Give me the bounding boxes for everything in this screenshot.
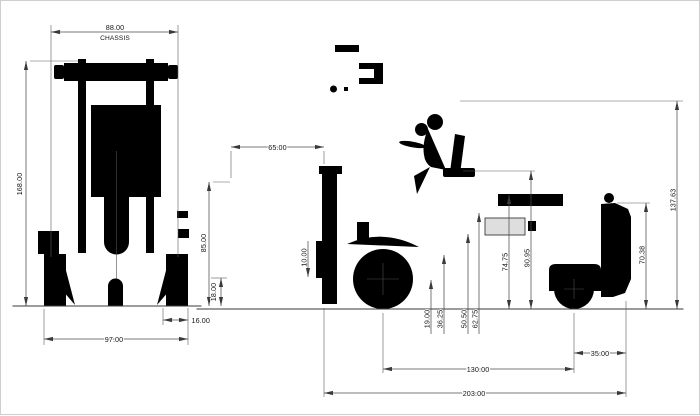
side-rear-wheel — [549, 264, 601, 309]
dim-lowered-fork-height: 18.00 — [208, 277, 227, 306]
dim-label-front-overall-width: 97.00 — [105, 335, 124, 344]
seat — [443, 134, 475, 177]
dim-wheel-width: 16.00 — [162, 308, 211, 345]
dim-counterweight-height: 70.38 — [617, 202, 650, 309]
fuel-cap — [528, 221, 536, 231]
operator-figure — [412, 114, 446, 196]
front-wheel-left — [44, 254, 66, 306]
mast-clevis — [359, 63, 383, 84]
dim-front-overall-height: 168.00 — [14, 60, 78, 306]
steering-wheel — [399, 140, 426, 160]
fork-carriage — [316, 166, 342, 304]
dim-label-step-height-2: 36.25 — [436, 310, 445, 329]
dim-max-fork-height: 85.00 — [198, 181, 230, 306]
dim-hood-height: 62.75 — [470, 213, 482, 334]
dim-cowl-height: 90.95 — [463, 170, 535, 309]
dim-label-cowl-height: 90.95 — [523, 249, 532, 268]
cab — [375, 101, 475, 205]
mast-knob — [330, 85, 348, 93]
dim-overall-length: 203.00 — [323, 308, 626, 399]
fork-lowered — [228, 278, 322, 293]
front-view — [12, 59, 202, 307]
fork-raised-dashed — [229, 181, 322, 199]
front-step-box — [38, 231, 59, 254]
dim-label-platform-height: 50.50 — [460, 310, 469, 329]
dim-label-chassis-width: 88.00 — [106, 23, 125, 32]
dim-rear-overhang: 35.00 — [574, 301, 627, 397]
side-mast — [330, 45, 439, 309]
front-wheel-right — [166, 254, 188, 306]
fork-assembly — [228, 166, 342, 304]
side-view — [196, 45, 684, 310]
tilt-cylinder — [357, 222, 439, 241]
dim-label-max-fork-height: 85.00 — [199, 234, 208, 253]
dim-platform-height: 50.50 — [459, 234, 471, 334]
dim-label-rear-overhang: 35.00 — [591, 349, 610, 358]
front-wheels — [30, 170, 189, 306]
front-chassis — [63, 197, 169, 306]
front-fender — [347, 236, 419, 253]
tow-pin — [108, 278, 123, 306]
dim-label-fork-length: 65.00 — [268, 143, 287, 152]
dim-fork-carriage: 10.00 — [299, 241, 311, 277]
dim-step-height-1: 19.00 — [422, 280, 434, 334]
hook-symbol-icon — [132, 111, 145, 133]
front-ram-drum — [104, 151, 129, 303]
dim-label-step-height-1: 19.00 — [423, 310, 432, 329]
dim-chassis-width: 88.00 CHASSIS — [50, 22, 179, 257]
dim-wheelbase: 130.00 — [382, 313, 575, 375]
dim-label-wheel-width: 16.00 — [192, 316, 211, 325]
dim-side-overall-height: 137.63 — [460, 100, 683, 309]
dim-label-rear-cover-height: 74.75 — [501, 253, 510, 272]
dim-label-hood-height: 62.75 — [471, 310, 480, 329]
counterweight — [601, 193, 631, 297]
dim-label-front-overall-height: 168.00 — [15, 173, 24, 196]
dim-label-lowered-fork-height: 18.00 — [209, 283, 218, 302]
dim-label-counterweight-height: 70.38 — [638, 246, 647, 265]
dim-front-overall-width: 97.00 — [43, 309, 188, 345]
dim-step-height-2: 36.25 — [435, 255, 447, 334]
dim-label-fork-carriage: 10.00 — [300, 248, 309, 267]
rear-hood-cover — [498, 194, 563, 206]
dim-label-chassis: CHASSIS — [100, 35, 130, 42]
side-front-wheel — [353, 249, 413, 309]
dim-label-side-overall-height: 137.63 — [669, 189, 678, 212]
dimensions: 88.00 CHASSIS 168.00 16.00 97.00 65.00 — [14, 22, 683, 399]
dim-label-wheelbase: 130.00 — [467, 365, 490, 374]
dim-rear-cover-height: 74.75 — [500, 195, 512, 309]
dim-fork-length: 65.00 — [230, 142, 325, 178]
dim-label-overall-length: 203.00 — [463, 389, 486, 398]
engine-grille — [484, 217, 526, 236]
